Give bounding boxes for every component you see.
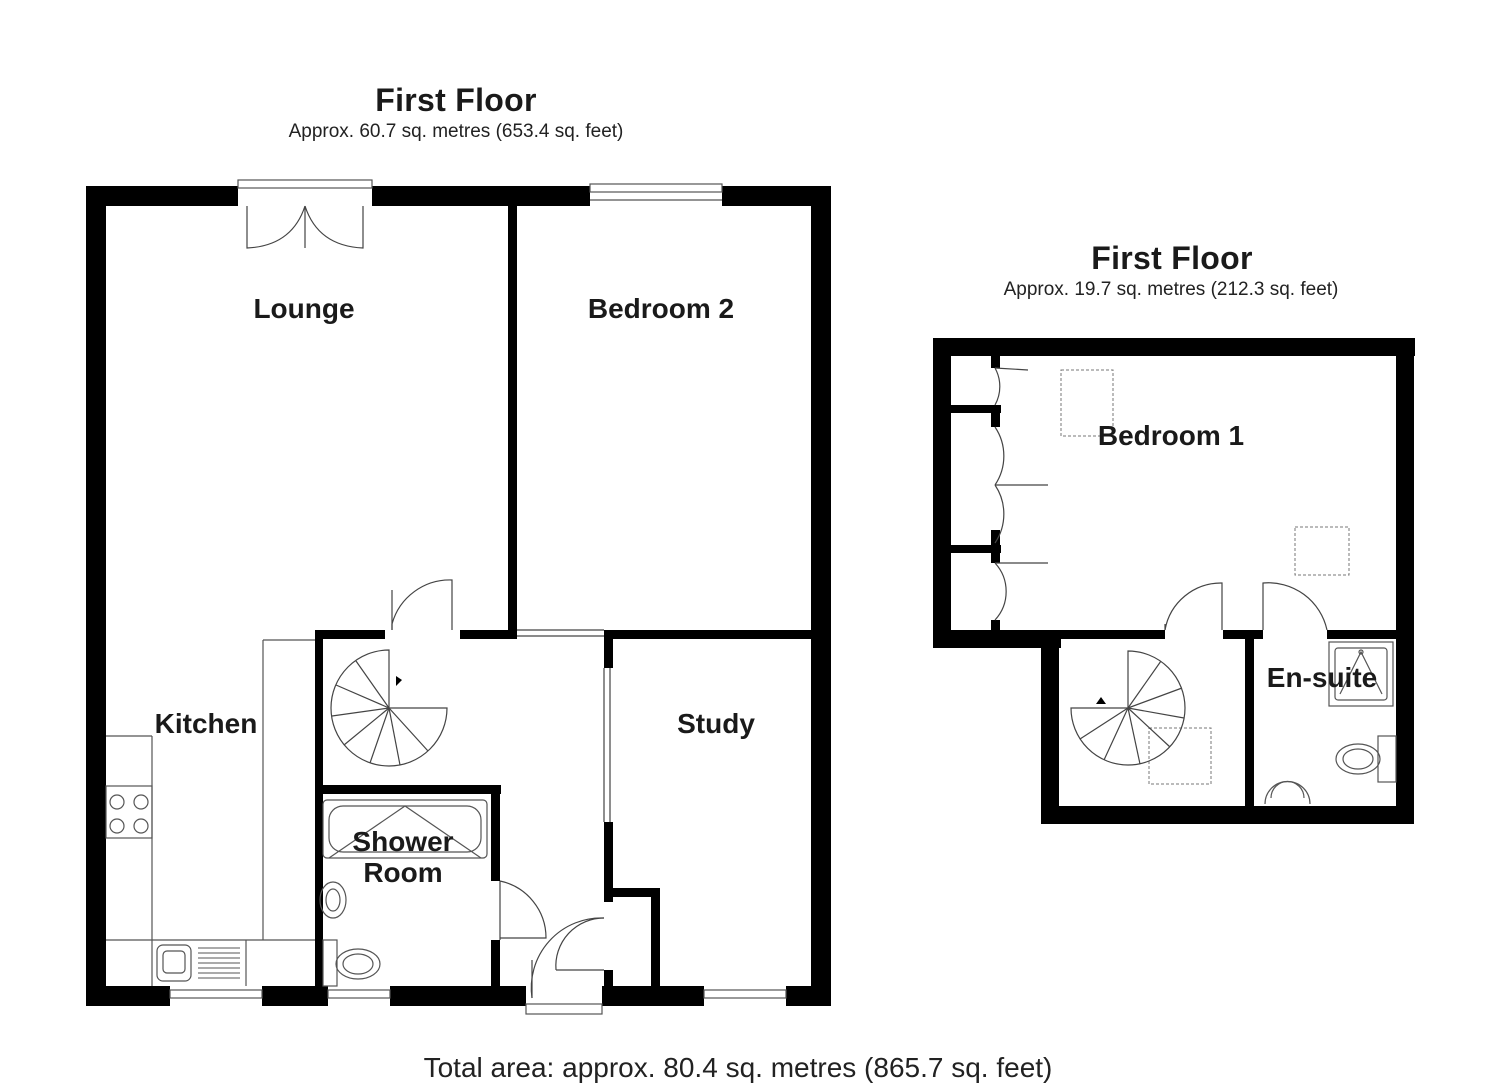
second-floor-plan: [933, 338, 1415, 824]
floor-1-area: Approx. 60.7 sq. metres (653.4 sq. feet): [288, 121, 624, 142]
drainer: [198, 947, 240, 979]
room-label-study: Study: [677, 708, 755, 739]
doors: [1164, 582, 1328, 631]
room-label-lounge: Lounge: [253, 293, 355, 324]
inner-walls: [315, 206, 811, 986]
outer-walls: [933, 338, 1415, 824]
total-area: Total area: approx. 80.4 sq. metres (865…: [423, 1052, 1053, 1083]
windows: [169, 179, 787, 1015]
room-label-shower: Shower: [352, 826, 454, 857]
stair-arrow: [1096, 697, 1106, 704]
roof-windows: [1060, 369, 1350, 785]
room-label-room: Room: [363, 857, 443, 888]
room-label-en-suite: En-suite: [1266, 662, 1378, 693]
doors: [246, 205, 611, 999]
floor-2-title: First Floor: [1091, 240, 1253, 276]
kitchen-units: [105, 639, 315, 986]
wardrobe-doors: [994, 367, 1048, 621]
first-floor-plan: [86, 179, 831, 1015]
floor-2-area: Approx. 19.7 sq. metres (212.3 sq. feet): [1003, 279, 1339, 300]
room-label-bedroom-1: Bedroom 1: [1097, 420, 1245, 451]
bathroom-fittings: [319, 799, 488, 987]
spiral-staircase: [330, 649, 448, 767]
spiral-staircase: [1070, 650, 1186, 766]
outer-walls: [86, 186, 831, 1006]
inner-walls: [951, 356, 1396, 806]
room-label-bedroom-2: Bedroom 2: [587, 293, 735, 324]
floor-1-title: First Floor: [375, 82, 537, 118]
room-label-kitchen: Kitchen: [154, 708, 258, 739]
stair-arrow: [396, 676, 402, 686]
bathroom-fittings: [1264, 641, 1397, 805]
